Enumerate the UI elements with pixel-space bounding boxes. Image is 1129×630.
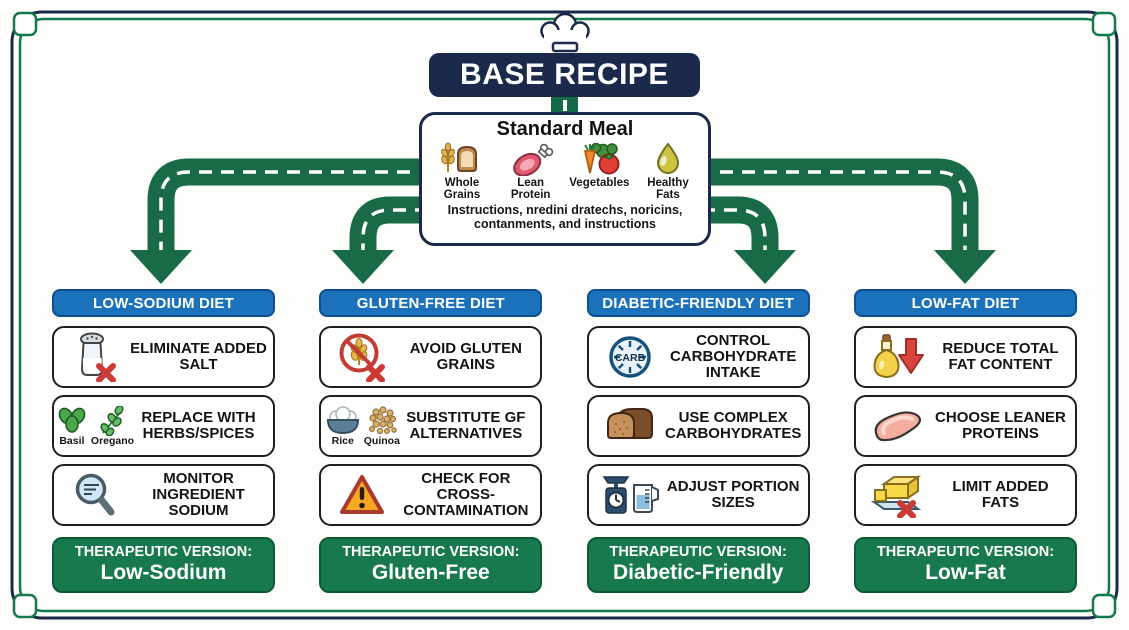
card-use-complex-carbohydrates: USE COMPLEX CARBOHYDRATES bbox=[586, 395, 810, 457]
diet-header-low-fat: LOW-FAT DIET bbox=[853, 289, 1077, 317]
card-reduce-total-fat: REDUCE TOTAL FAT CONTENT bbox=[853, 326, 1077, 388]
herb-sublabel: Oregano bbox=[90, 434, 135, 447]
carb-gauge-text: CARB bbox=[614, 352, 645, 364]
meal-item-label: Vegetables bbox=[569, 177, 630, 189]
card-replace-with-herbs: Basil Oreg bbox=[52, 395, 275, 457]
card-check-cross-contamination: CHECK FOR CROSS-CONTAMINATION bbox=[319, 464, 543, 526]
card-label: CONTROL CARBOHYDRATE INTAKE bbox=[669, 331, 797, 382]
therapeutic-prefix: THERAPEUTIC VERSION: bbox=[74, 543, 253, 560]
meal-item-healthy-fats: Healthy Fats bbox=[637, 142, 699, 201]
therapeutic-prefix: THERAPEUTIC VERSION: bbox=[609, 543, 787, 560]
warning-triangle-icon bbox=[340, 475, 385, 514]
diet-header-label: LOW-SODIUM DIET bbox=[92, 294, 235, 312]
lean-protein-icon bbox=[512, 143, 553, 176]
rice-bowl-icon bbox=[326, 406, 359, 434]
meal-item-lean-protein: Lean Protein bbox=[500, 142, 562, 201]
arrow-low-sodium bbox=[130, 250, 192, 284]
oil-bottle-down-arrow-icon bbox=[873, 334, 924, 378]
butter-crossed-icon bbox=[870, 475, 922, 518]
card-label: REDUCE TOTAL FAT CONTENT bbox=[942, 339, 1059, 373]
diet-header-label: LOW-FAT DIET bbox=[911, 294, 1020, 312]
column-gluten-free: GLUTEN-FREE DIET bbox=[319, 289, 543, 593]
column-low-sodium: LOW-SODIUM DIET ELIMINATE ADDED SALT bbox=[52, 289, 275, 593]
arrow-low-fat bbox=[934, 250, 996, 284]
standard-meal-title: Standard Meal bbox=[496, 118, 634, 140]
gf-sublabel: Rice bbox=[331, 434, 354, 447]
card-label: CHECK FOR CROSS-CONTAMINATION bbox=[403, 469, 529, 520]
meal-item-vegetables: Vegetables bbox=[568, 142, 630, 201]
healthy-fats-icon bbox=[656, 142, 679, 174]
card-label: LIMIT ADDED FATS bbox=[952, 477, 1049, 511]
arrow-gluten-free bbox=[332, 250, 394, 284]
meal-item-label: Lean Protein bbox=[510, 177, 551, 202]
no-gluten-wheat-icon bbox=[339, 333, 386, 382]
card-avoid-gluten-grains: AVOID GLUTEN GRAINS bbox=[319, 326, 543, 388]
base-recipe-label: BASE RECIPE bbox=[460, 58, 669, 91]
card-label: CHOOSE LEANER PROTEINS bbox=[935, 408, 1066, 442]
card-label: SUBSTITUTE GF ALTERNATIVES bbox=[406, 408, 526, 442]
chef-hat-icon bbox=[534, 12, 596, 56]
card-monitor-ingredient-sodium: MONITOR INGREDIENT SODIUM bbox=[52, 464, 275, 526]
salt-shaker-crossed-icon bbox=[80, 332, 116, 382]
card-limit-added-fats: LIMIT ADDED FATS bbox=[853, 464, 1077, 526]
herb-sublabel: Basil bbox=[59, 434, 85, 447]
card-control-carbohydrate-intake: CARB CONTROL CARBOHYDRATE INTAKE bbox=[586, 326, 810, 388]
therapeutic-footer-low-sodium: THERAPEUTIC VERSION: Low-Sodium bbox=[52, 537, 275, 593]
diet-header-gluten-free: GLUTEN-FREE DIET bbox=[319, 289, 543, 317]
standard-meal-box: Standard Meal Whole Grains bbox=[419, 112, 711, 246]
arrow-diabetic-friendly bbox=[734, 250, 796, 284]
therapeutic-footer-diabetic-friendly: THERAPEUTIC VERSION: Diabetic-Friendly bbox=[586, 537, 810, 593]
therapeutic-footer-low-fat: THERAPEUTIC VERSION: Low-Fat bbox=[853, 537, 1077, 593]
therapeutic-footer-gluten-free: THERAPEUTIC VERSION: Gluten-Free bbox=[319, 537, 543, 593]
therapeutic-prefix: THERAPEUTIC VERSION: bbox=[342, 543, 520, 560]
whole-grains-icon bbox=[441, 142, 477, 172]
therapeutic-name: Gluten-Free bbox=[371, 560, 490, 584]
card-label: ADJUST PORTION SIZES bbox=[666, 477, 800, 511]
diet-columns: LOW-SODIUM DIET ELIMINATE ADDED SALT bbox=[52, 289, 1077, 593]
chicken-breast-icon bbox=[874, 411, 921, 442]
carb-gauge-icon: CARB bbox=[608, 336, 651, 378]
card-label: AVOID GLUTEN GRAINS bbox=[409, 339, 522, 373]
diet-header-diabetic-friendly: DIABETIC-FRIENDLY DIET bbox=[586, 289, 810, 317]
column-diabetic-friendly: DIABETIC-FRIENDLY DIET CARB bbox=[586, 289, 810, 593]
therapeutic-name: Diabetic-Friendly bbox=[612, 560, 784, 584]
standard-meal-items: Whole Grains Lean Protein bbox=[431, 142, 699, 201]
therapeutic-name: Low-Fat bbox=[925, 560, 1006, 584]
card-label: REPLACE WITH HERBS/SPICES bbox=[141, 408, 256, 442]
diet-header-low-sodium: LOW-SODIUM DIET bbox=[52, 289, 275, 317]
oregano-sprig-icon bbox=[99, 405, 124, 436]
kitchen-scale-and-measuring-cup-icon bbox=[602, 476, 659, 514]
meal-item-label: Whole Grains bbox=[443, 177, 481, 202]
magnifier-icon bbox=[75, 473, 115, 516]
diet-header-label: DIABETIC-FRIENDLY DIET bbox=[602, 294, 795, 312]
therapeutic-name: Low-Sodium bbox=[100, 560, 227, 584]
card-choose-leaner-proteins: CHOOSE LEANER PROTEINS bbox=[853, 395, 1077, 457]
standard-meal-description: Instructions, nredini dratechs, noricins… bbox=[447, 203, 683, 232]
gf-sublabel: Quinoa bbox=[363, 434, 400, 447]
bread-loaf-icon bbox=[606, 408, 653, 439]
card-label: ELIMINATE ADDED SALT bbox=[130, 339, 267, 373]
therapeutic-prefix: THERAPEUTIC VERSION: bbox=[876, 543, 1055, 560]
diet-header-label: GLUTEN-FREE DIET bbox=[356, 294, 505, 312]
base-recipe-title: BASE RECIPE bbox=[429, 53, 700, 97]
vegetables-icon bbox=[584, 142, 620, 175]
card-label: USE COMPLEX CARBOHYDRATES bbox=[664, 408, 802, 442]
meal-item-label: Healthy Fats bbox=[647, 177, 689, 202]
card-label: MONITOR INGREDIENT SODIUM bbox=[152, 469, 245, 520]
card-eliminate-added-salt: ELIMINATE ADDED SALT bbox=[52, 326, 275, 388]
card-adjust-portion-sizes: ADJUST PORTION SIZES bbox=[586, 464, 810, 526]
column-low-fat: LOW-FAT DIET REDUCE TOTAL FAT CONTENT bbox=[853, 289, 1077, 593]
quinoa-grains-icon bbox=[368, 406, 397, 434]
card-substitute-gf-alternatives: Rice Quinoa bbox=[319, 395, 543, 457]
basil-leaf-icon bbox=[58, 407, 86, 433]
meal-item-whole-grains: Whole Grains bbox=[431, 142, 493, 201]
